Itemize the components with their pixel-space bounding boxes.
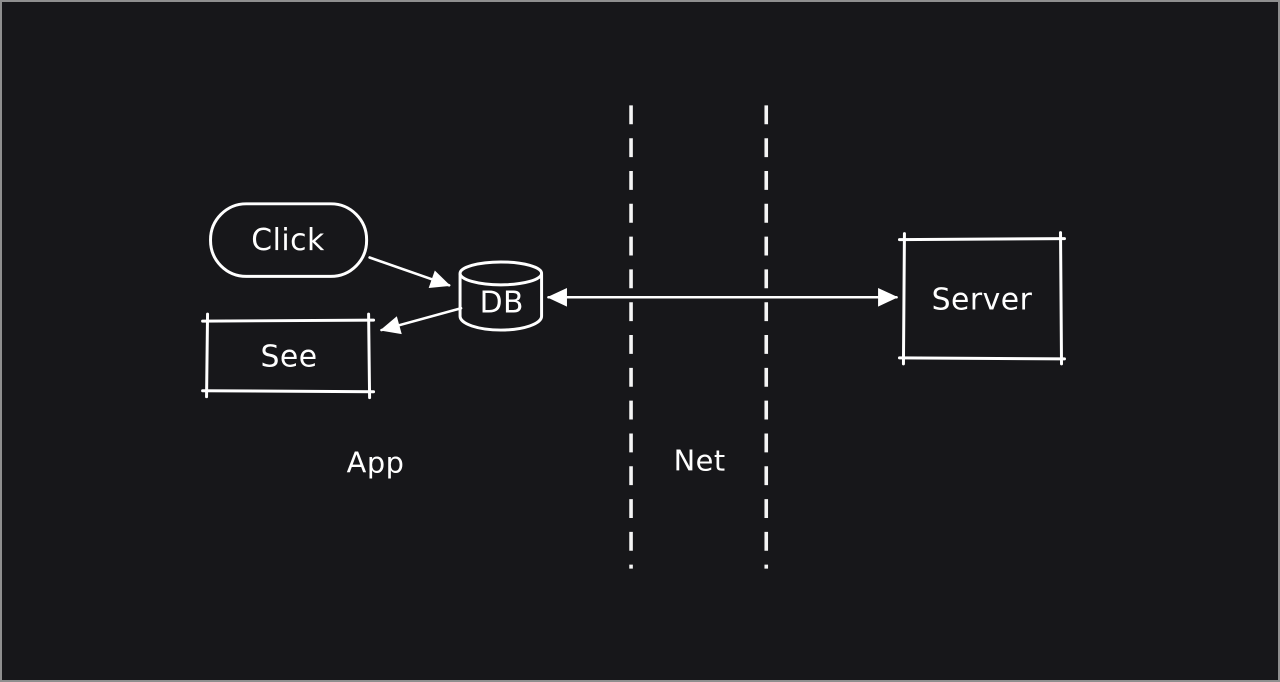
node-click-label[interactable]: Click	[251, 223, 325, 258]
node-server-label[interactable]: Server	[932, 283, 1033, 318]
zone-net-label[interactable]: Net	[674, 443, 726, 477]
edge-db-to-see[interactable]	[380, 306, 463, 335]
node-db-label[interactable]: DB	[480, 286, 524, 321]
node-see[interactable]: See	[201, 312, 376, 400]
net-zone-boundary[interactable]	[629, 105, 769, 569]
node-server[interactable]: Server	[897, 231, 1066, 366]
node-see-label[interactable]: See	[261, 339, 318, 374]
zone-app-label[interactable]: App	[347, 445, 405, 479]
edge-click-to-db[interactable]	[368, 256, 451, 289]
node-db[interactable]: DB	[458, 260, 544, 332]
node-click[interactable]: Click	[209, 202, 369, 278]
